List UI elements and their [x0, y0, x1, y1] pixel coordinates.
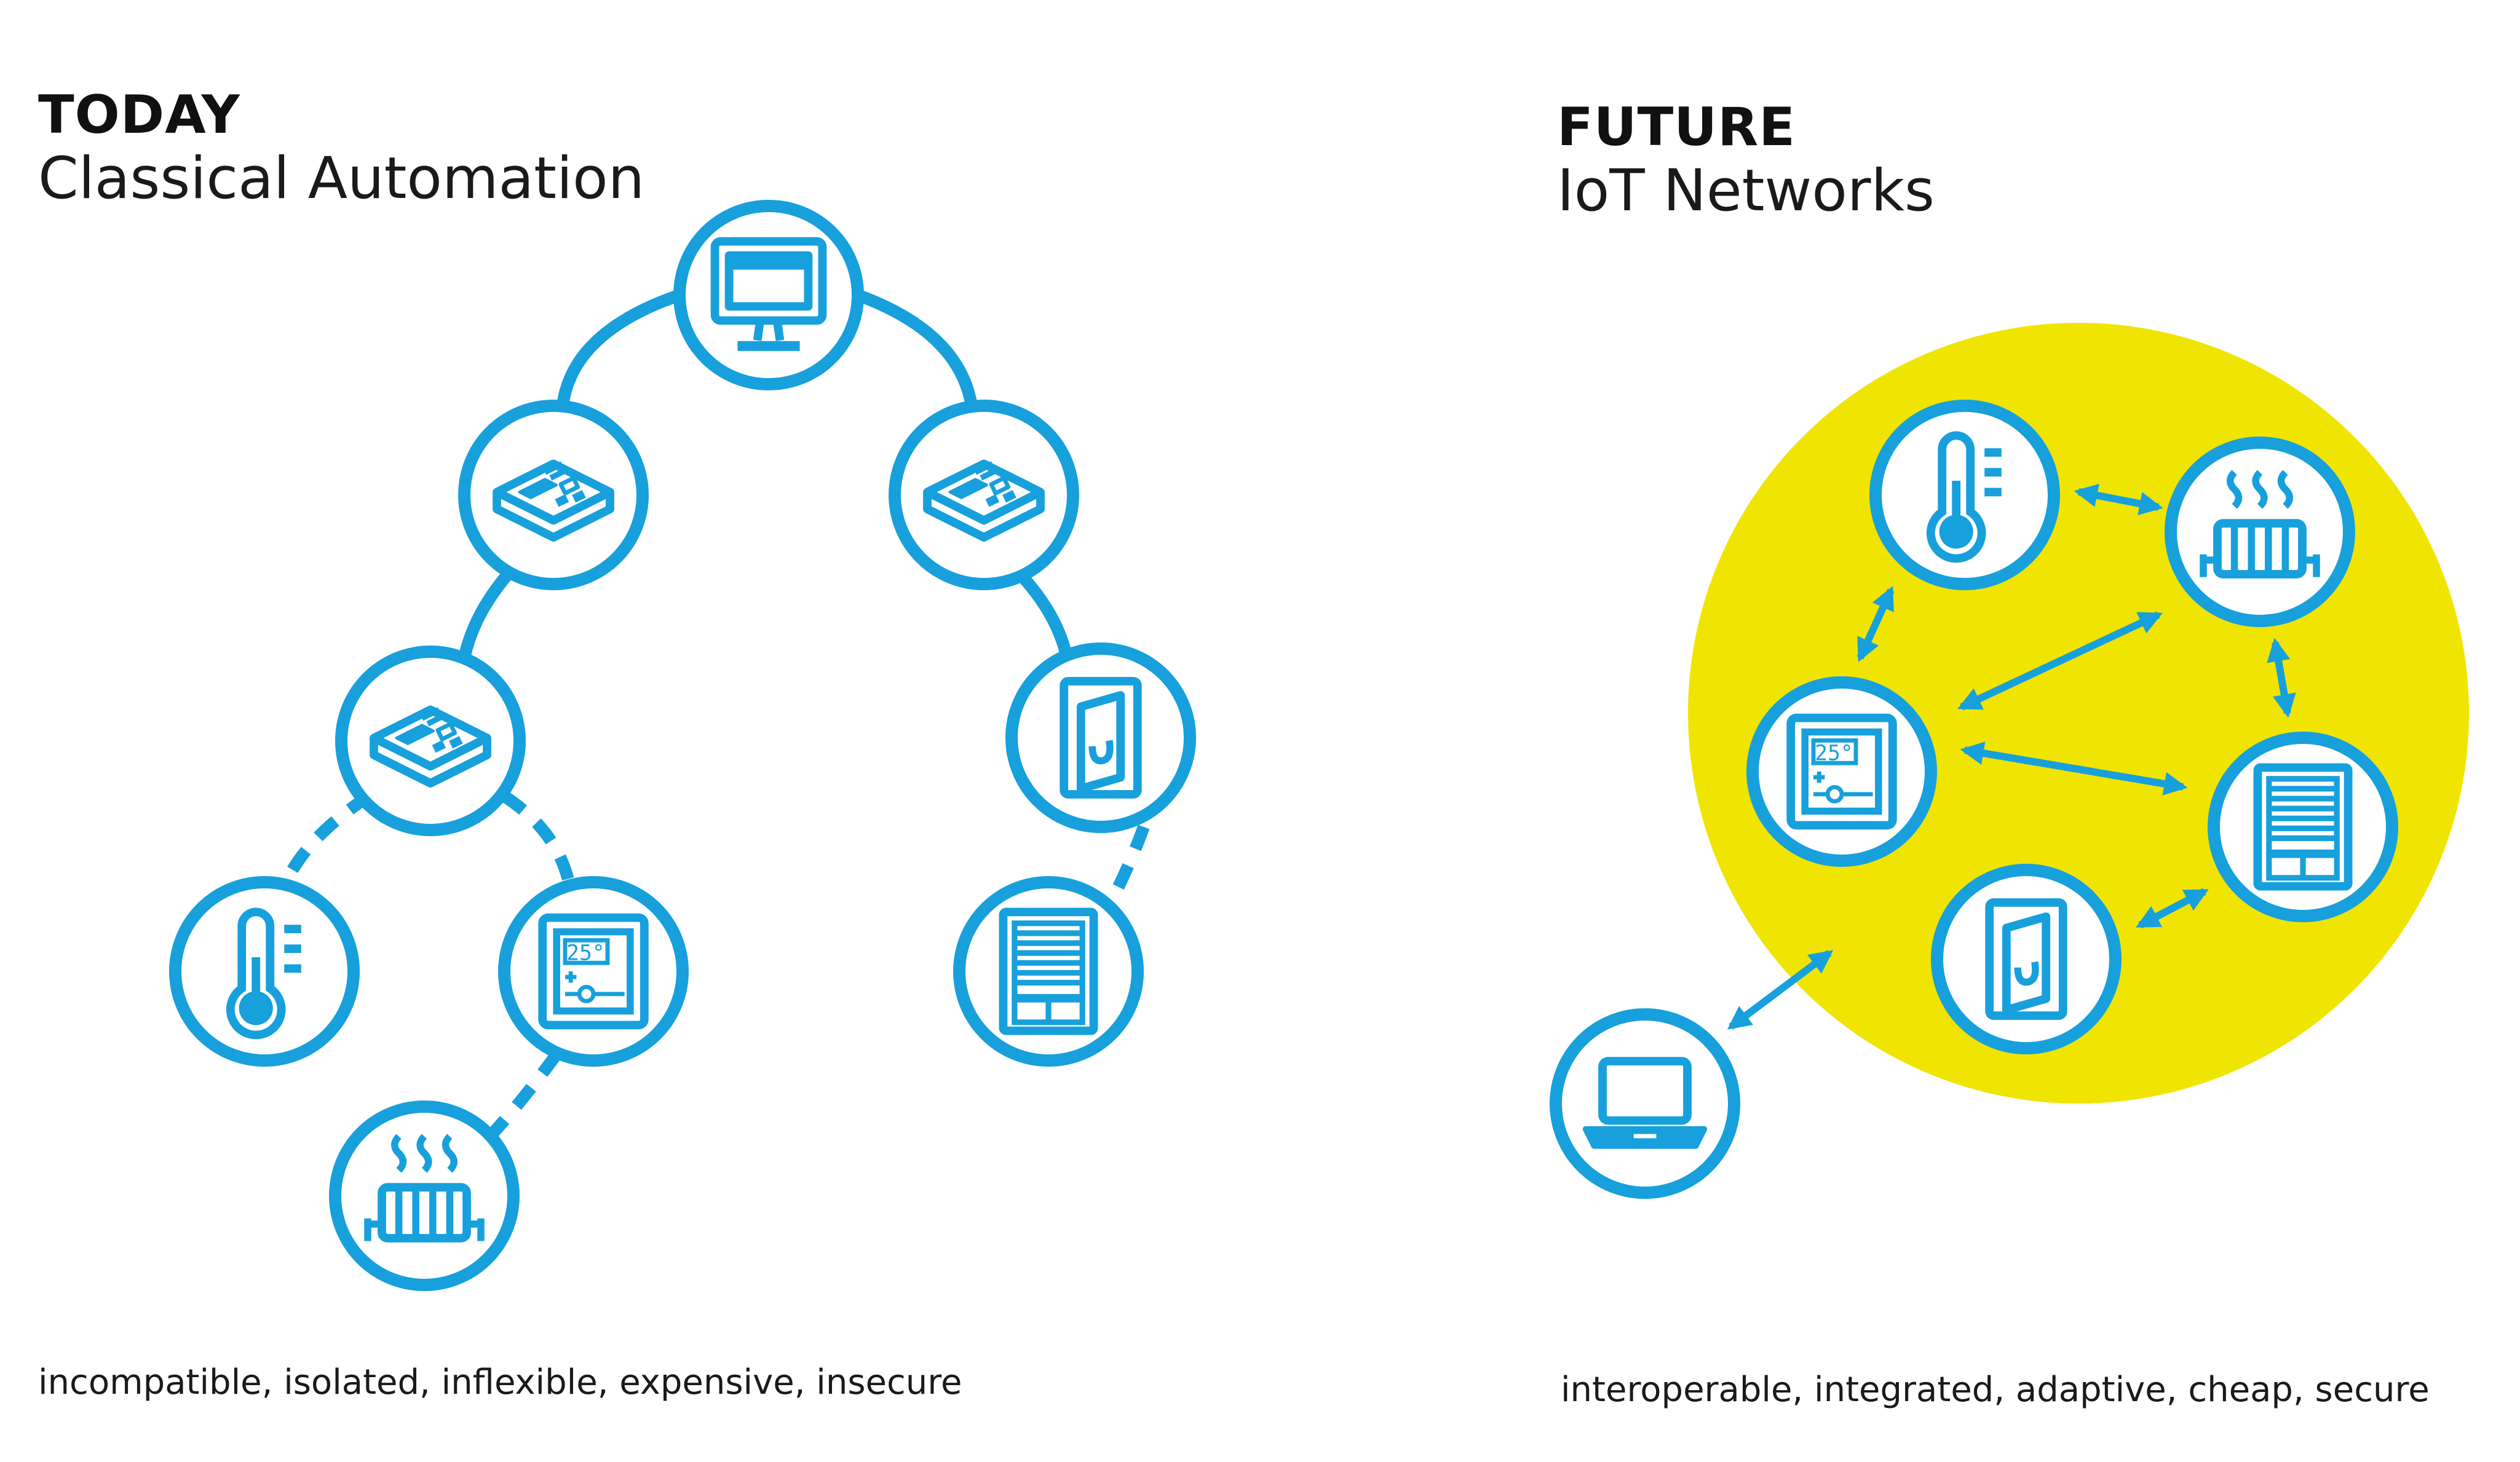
today-node-controller-lower [335, 646, 526, 836]
future-node-radiator [2165, 437, 2355, 627]
link-controller-thermometer [280, 791, 373, 885]
future-node-laptop [1550, 1008, 1740, 1199]
today-connections [280, 289, 1150, 1139]
today-node-blinds [953, 876, 1144, 1067]
today-heading-block: TODAY Classical Automation [38, 85, 644, 212]
today-node-thermostat [498, 876, 689, 1067]
today-node-controller-right [889, 400, 1079, 590]
link-thermostat-radiator [487, 1051, 562, 1139]
today-node-radiator [329, 1100, 520, 1291]
today-node-controller-left [458, 400, 649, 590]
future-caption: interoperable, integrated, adaptive, che… [1561, 1370, 2430, 1410]
link-thermometer-thermostat [1856, 586, 1895, 662]
link-controller-thermostat [501, 791, 575, 884]
today-node-switch [1005, 642, 1196, 833]
future-node-blinds [2208, 732, 2398, 922]
today-title: TODAY [38, 84, 240, 146]
today-node-monitor [673, 200, 864, 390]
link-laptop-network [1727, 950, 1834, 1030]
link-thermostat-blinds [1960, 741, 2188, 796]
link-monitor-controller-left [557, 289, 682, 407]
future-connections [1727, 483, 2296, 1030]
today-nodes [169, 200, 1196, 1291]
today-caption: incompatible, isolated, inflexible, expe… [38, 1362, 962, 1402]
future-heading-block: FUTURE IoT Networks [1557, 97, 1935, 224]
future-title: FUTURE [1557, 97, 1796, 158]
future-node-thermometer [1869, 400, 2060, 590]
today-node-thermometer [169, 876, 360, 1067]
future-node-thermostat [1746, 676, 1937, 867]
future-subtitle: IoT Networks [1557, 157, 1935, 224]
today-subtitle: Classical Automation [38, 144, 645, 212]
link-radiator-thermostat [1957, 611, 2163, 711]
link-controller-left-lower [458, 571, 512, 660]
link-thermometer-radiator [2074, 483, 2163, 516]
link-switch-blinds [1111, 824, 1150, 895]
future-nodes [1550, 400, 2398, 1199]
link-controller-right-switch [1016, 571, 1073, 660]
link-radiator-blinds [2267, 638, 2296, 718]
future-node-switch [1931, 864, 2122, 1054]
link-monitor-controller-right [855, 289, 978, 407]
link-switch-blinds [2136, 888, 2209, 929]
